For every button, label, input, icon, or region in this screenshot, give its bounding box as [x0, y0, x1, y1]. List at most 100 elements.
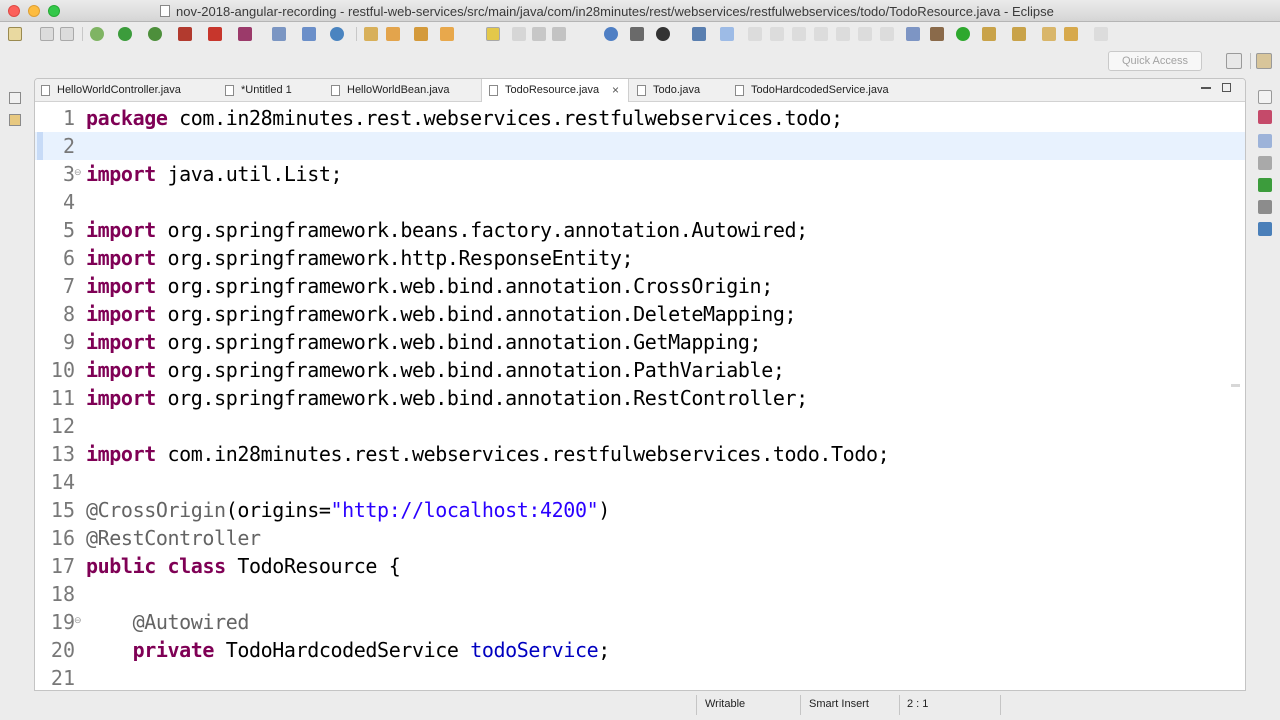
code-text: @Autowired — [86, 608, 250, 636]
minimize-window-button[interactable] — [28, 5, 40, 17]
code-line[interactable]: 19⊖ @Autowired — [35, 608, 1245, 636]
pin-editor-icon[interactable] — [512, 27, 526, 41]
tab-untitled[interactable]: *Untitled 1 — [225, 79, 325, 102]
profile-icon[interactable] — [656, 27, 670, 41]
maximize-window-button[interactable] — [48, 5, 60, 17]
prev-annotation-icon[interactable] — [1012, 27, 1026, 41]
step-over-icon[interactable] — [836, 27, 850, 41]
new-class-icon[interactable] — [330, 27, 344, 41]
show-whitespace-icon[interactable] — [552, 27, 566, 41]
toggle-mark-occurrences-icon[interactable] — [486, 27, 500, 41]
console-view-icon[interactable] — [1258, 222, 1272, 236]
code-line[interactable]: 21 — [35, 664, 1245, 690]
stop-icon[interactable] — [208, 27, 222, 41]
open-resource-icon[interactable] — [386, 27, 400, 41]
minimize-editor-icon[interactable] — [1201, 87, 1211, 89]
git-icon[interactable] — [630, 27, 644, 41]
code-line[interactable]: 14 — [35, 468, 1245, 496]
maximize-editor-icon[interactable] — [1222, 83, 1231, 92]
run-icon[interactable] — [118, 27, 132, 41]
step-return-icon[interactable] — [858, 27, 872, 41]
deploy-icon[interactable] — [238, 27, 252, 41]
code-line[interactable]: 18 — [35, 580, 1245, 608]
close-tab-icon[interactable]: × — [612, 83, 620, 97]
right-trim-stack — [1252, 80, 1280, 690]
resume-icon[interactable] — [748, 27, 762, 41]
step-into-icon[interactable] — [814, 27, 828, 41]
build-icon[interactable] — [930, 27, 944, 41]
back-icon[interactable] — [1064, 27, 1078, 41]
drop-to-frame-icon[interactable] — [880, 27, 894, 41]
line-number: 16 — [50, 526, 75, 550]
save-icon[interactable] — [40, 27, 54, 41]
code-text: @CrossOrigin(origins="http://localhost:4… — [86, 496, 610, 524]
restore-view-icon[interactable] — [1258, 90, 1272, 104]
code-line[interactable]: 2 — [35, 132, 1245, 160]
console-icon[interactable] — [692, 27, 706, 41]
quick-access-input[interactable]: Quick Access — [1108, 51, 1202, 71]
line-number: 6 — [62, 246, 75, 270]
code-line[interactable]: 16@RestController — [35, 524, 1245, 552]
open-task-icon[interactable] — [440, 27, 454, 41]
coverage-icon[interactable] — [148, 27, 162, 41]
tasks-icon[interactable] — [906, 27, 920, 41]
new-java-project-icon[interactable] — [302, 27, 316, 41]
block-selection-icon[interactable] — [532, 27, 546, 41]
next-annotation-icon[interactable] — [982, 27, 996, 41]
servers-icon[interactable] — [1258, 200, 1272, 214]
tab-hello-world-bean[interactable]: HelloWorldBean.java — [331, 79, 471, 102]
code-text: import java.util.List; — [86, 160, 343, 188]
java-perspective-icon[interactable] — [1256, 53, 1272, 69]
task-list-icon[interactable] — [1258, 110, 1272, 124]
save-all-icon[interactable] — [60, 27, 74, 41]
code-line[interactable]: 20 private TodoHardcodedService todoServ… — [35, 636, 1245, 664]
code-token — [86, 638, 133, 662]
tab-todo[interactable]: Todo.java — [637, 79, 717, 102]
fold-toggle-icon[interactable]: ⊖ — [74, 615, 82, 625]
code-line[interactable]: 3⊖import java.util.List; — [35, 160, 1245, 188]
web-browser-icon[interactable] — [604, 27, 618, 41]
debug-icon[interactable] — [90, 27, 104, 41]
fold-toggle-icon[interactable]: ⊖ — [74, 167, 82, 177]
terminate-icon[interactable] — [792, 27, 806, 41]
boot-dashboard-icon[interactable] — [1258, 178, 1272, 192]
code-line[interactable]: 15@CrossOrigin(origins="http://localhost… — [35, 496, 1245, 524]
line-number: 17 — [50, 554, 75, 578]
open-perspective-icon[interactable] — [1226, 53, 1242, 69]
tab-todo-resource[interactable]: TodoResource.java × — [481, 79, 629, 102]
restore-view-icon[interactable] — [9, 92, 21, 104]
code-line[interactable]: 12 — [35, 412, 1245, 440]
search-icon[interactable] — [414, 27, 428, 41]
external-tools-icon[interactable] — [178, 27, 192, 41]
new-icon[interactable] — [8, 27, 22, 41]
code-token — [156, 554, 168, 578]
code-line[interactable]: 4 — [35, 188, 1245, 216]
disconnect-icon[interactable] — [720, 27, 734, 41]
suspend-icon[interactable] — [770, 27, 784, 41]
server-icon[interactable] — [272, 27, 286, 41]
tab-todo-hardcoded-service[interactable]: TodoHardcodedService.java — [735, 79, 915, 102]
outline-icon[interactable] — [1258, 134, 1272, 148]
spring-explorer-icon[interactable] — [1258, 156, 1272, 170]
last-edit-icon[interactable] — [1042, 27, 1056, 41]
package-explorer-icon[interactable] — [9, 114, 21, 126]
forward-icon[interactable] — [1094, 27, 1108, 41]
close-window-button[interactable] — [8, 5, 20, 17]
open-type-icon[interactable] — [364, 27, 378, 41]
keyword-token: import — [86, 330, 156, 354]
java-file-icon — [735, 85, 744, 96]
tab-hello-world-controller[interactable]: HelloWorldController.java — [41, 79, 211, 102]
keyword-token: class — [167, 554, 227, 578]
spring-boot-icon[interactable] — [956, 27, 970, 41]
